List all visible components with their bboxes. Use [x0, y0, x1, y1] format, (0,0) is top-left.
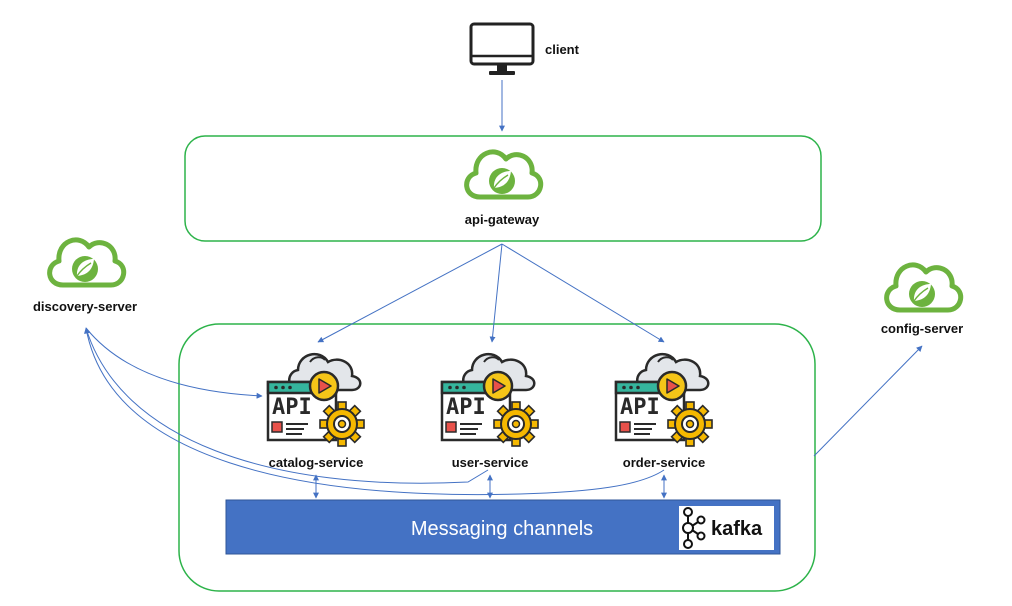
arrow-gateway-to-user: [489, 243, 503, 343]
gateway-label: api-gateway: [465, 212, 540, 227]
link-discovery-order: [84, 327, 665, 496]
messaging-channel-label: Messaging channels: [411, 518, 593, 540]
kafka-icon: [682, 507, 706, 549]
kafka-logo-text: kafka: [711, 518, 763, 540]
discovery-links: [84, 327, 665, 496]
config-spring-icon: [887, 265, 961, 310]
discovery-spring-icon: [50, 240, 124, 285]
gateway-routes: [317, 243, 665, 343]
gateway-spring-icon: [467, 152, 541, 197]
arrow-gateway-to-catalog: [317, 243, 503, 343]
link-discovery-catalog: [85, 327, 263, 399]
user-service-label: user-service: [452, 455, 529, 470]
channel-links: [313, 474, 667, 499]
client-label: client: [545, 42, 580, 57]
arrow-to-config-server: [813, 345, 923, 457]
monitor-icon: [469, 22, 535, 75]
catalog-service-label: catalog-service: [269, 455, 364, 470]
link-discovery-user: [84, 327, 489, 484]
config-label: config-server: [881, 321, 963, 336]
kafka-logo: kafka: [679, 506, 774, 550]
arrow-gateway-to-order: [501, 243, 665, 343]
discovery-label: discovery-server: [33, 299, 137, 314]
user-service-icon: [440, 352, 540, 448]
order-service-label: order-service: [623, 455, 705, 470]
order-service-icon: [614, 352, 714, 448]
services-container: [178, 323, 816, 592]
catalog-service-icon: [266, 352, 366, 448]
gateway-container: [184, 135, 822, 242]
